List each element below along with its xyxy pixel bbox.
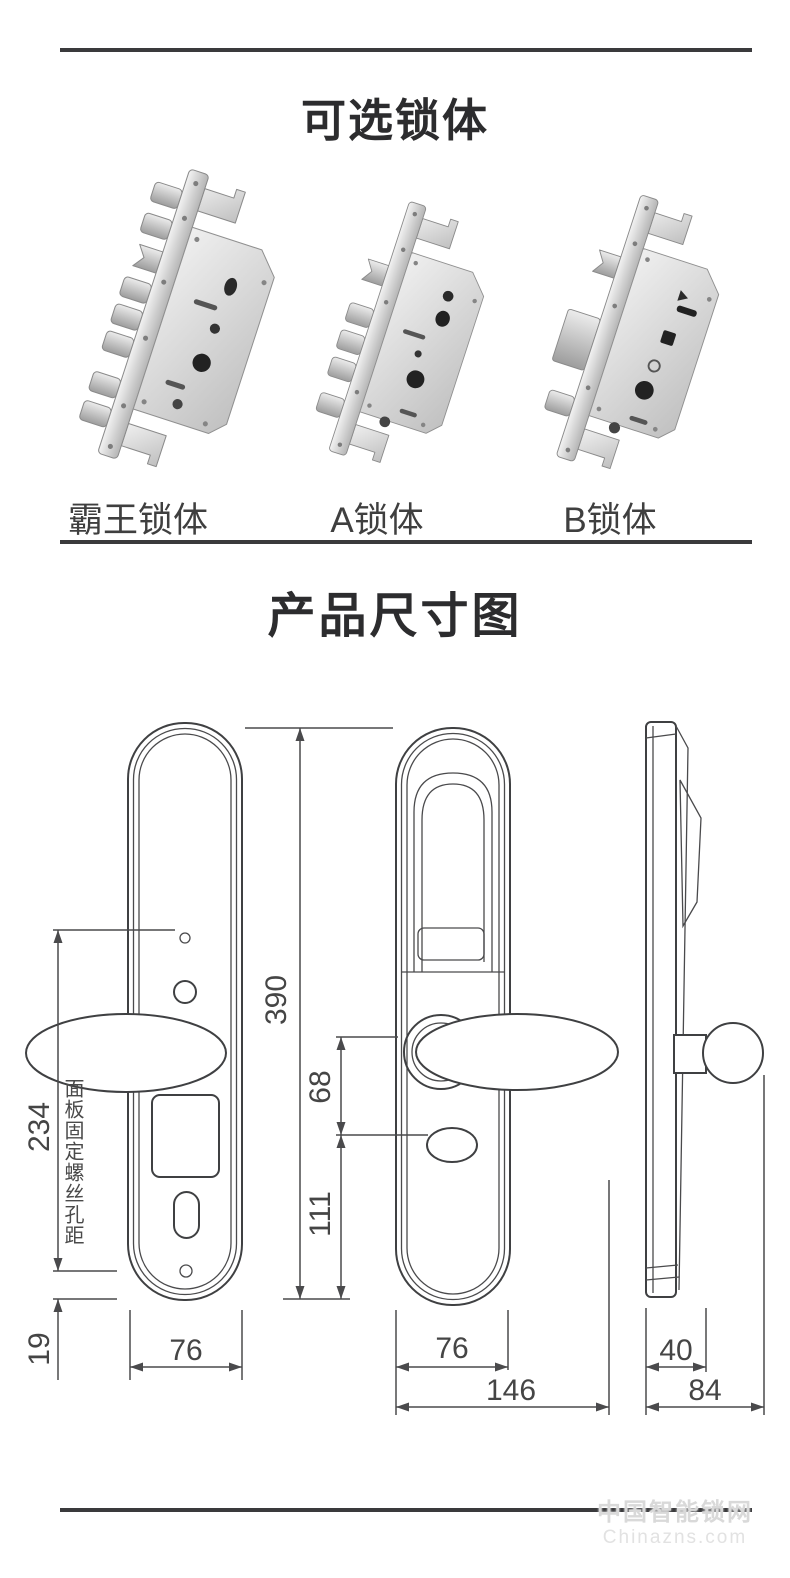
knob: [702, 1022, 764, 1084]
dim-handle-to-keyhole: 68: [304, 1070, 337, 1104]
dim-total-depth: 84: [688, 1374, 722, 1407]
watermark: 中国智能锁网 Chinazns.com: [570, 1492, 780, 1549]
front-panel-view: [25, 722, 243, 1301]
top-divider: [60, 48, 752, 52]
bottom-divider: [60, 1508, 752, 1512]
middle-divider: [60, 540, 752, 544]
knob-stem: [673, 1034, 707, 1074]
dim-keyhole-to-bottom: 111: [304, 1191, 337, 1237]
watermark-site-name: 中国智能锁网: [597, 1499, 753, 1526]
side-profile-view: [645, 721, 764, 1298]
lock-options-title: 可选锁体: [300, 95, 489, 146]
dim-bottom-screw-offset: 19: [23, 1332, 56, 1366]
dim-overall-height: 390: [260, 974, 293, 1026]
front-keyhole: [173, 1191, 200, 1239]
dimension-drawing: [25, 721, 765, 1415]
front-handle: [25, 1013, 227, 1093]
rear-keyhole: [426, 1127, 478, 1163]
side-window: [679, 779, 702, 929]
dim-rear-total-width: 146: [485, 1374, 537, 1407]
dim-screw-hole-note: 面板固定螺丝孔距: [61, 1078, 83, 1246]
watermark-site-url: Chinazns.com: [602, 1527, 748, 1548]
rear-panel-view: [395, 727, 619, 1306]
keypad-area: [151, 1094, 220, 1178]
bawang-lock-body-image: [79, 169, 275, 468]
battery-cover: [417, 927, 485, 961]
dim-front-width: 76: [169, 1334, 203, 1367]
dim-panel-thickness: 40: [659, 1334, 693, 1367]
rear-handle: [415, 1013, 619, 1091]
dim-rear-width: 76: [435, 1332, 469, 1365]
dimension-section-title: 产品尺寸图: [267, 590, 523, 643]
a-lock-body-image: [315, 201, 485, 463]
b-lock-body-image: [544, 195, 720, 470]
dimension-lines: [53, 727, 765, 1415]
lock-label-b: B锁体: [563, 501, 657, 540]
dim-screw-hole-spacing: 234: [23, 1101, 56, 1153]
lock-label-bawang: 霸王锁体: [67, 501, 208, 540]
lock-label-a: A锁体: [330, 501, 424, 540]
